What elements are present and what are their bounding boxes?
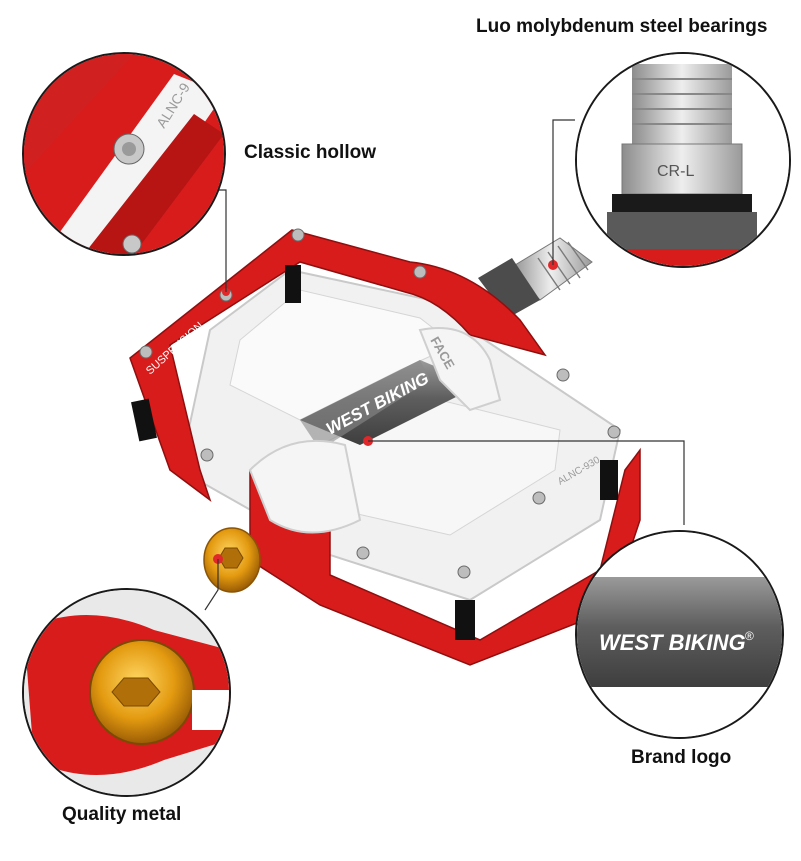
- zoom-bearings: CR-L: [575, 52, 791, 268]
- callout-classic-hollow: Classic hollow: [244, 142, 376, 163]
- zoom-registered-mark: ®: [745, 629, 754, 643]
- red-frame: [129, 229, 641, 666]
- gold-end-cap: [203, 527, 261, 593]
- zoom-brand-logo: WEST BIKING ®: [575, 530, 784, 739]
- axle-thread: [478, 237, 593, 318]
- zoom-spindle-mark: CR-L: [657, 163, 694, 180]
- callout-bearings: Luo molybdenum steel bearings: [476, 16, 768, 37]
- zoom-quality-metal: [22, 588, 231, 797]
- callout-quality-metal: Quality metal: [62, 804, 182, 825]
- callout-brand-logo: Brand logo: [631, 747, 732, 768]
- zoom-classic-hollow: ALNC-9: [22, 52, 226, 256]
- spindle: WEST BIKING: [248, 327, 502, 534]
- zoom-brand-text: WEST BIKING: [599, 630, 746, 655]
- pins: [139, 228, 621, 579]
